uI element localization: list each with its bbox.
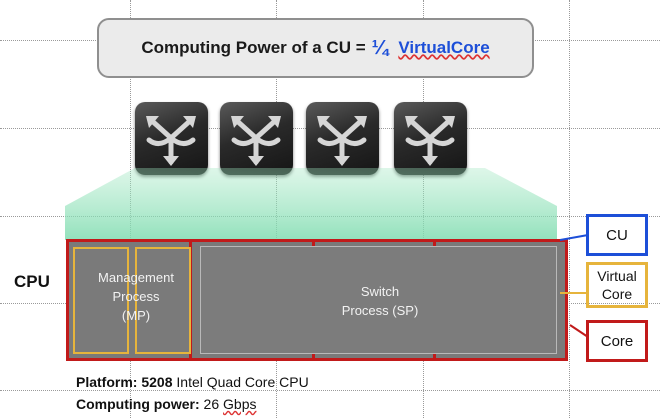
switch-process-label: Switch Process (SP): [300, 282, 460, 320]
title-virtualcore: VirtualCore: [398, 38, 490, 57]
computing-power-line: Computing power: 26 Gbps: [76, 396, 256, 412]
mp-line-3: (MP): [121, 308, 151, 323]
legend-virtual-line-2: Core: [601, 286, 633, 302]
grid-line: [0, 390, 660, 391]
platform-model: 5208: [141, 374, 173, 390]
legend-virtual-line-1: Virtual: [597, 268, 637, 284]
title-box: Computing Power of a CU = ¼ VirtualCore: [97, 18, 534, 78]
router-icon: [135, 102, 208, 175]
platform-line: Platform: 5208 Intel Quad Core CPU: [76, 374, 309, 390]
legend-core: Core: [586, 320, 648, 362]
cu-beam: [65, 168, 557, 240]
power-value: 26: [203, 396, 220, 412]
router-icon: [394, 102, 467, 175]
power-unit: Gbps: [223, 396, 257, 412]
cpu-label: CPU: [14, 272, 50, 291]
router-icon: [220, 102, 293, 175]
virtual-core-box: [135, 247, 191, 354]
virtual-core-box: [73, 247, 129, 354]
legend-cu: CU: [586, 214, 648, 256]
legend-cu-label: CU: [606, 226, 628, 244]
router-icon: [306, 102, 379, 175]
title-prefix: Computing Power of a CU =: [141, 38, 366, 57]
platform-label: Platform:: [76, 374, 138, 390]
mp-line-1: Management: [98, 270, 174, 285]
legend-virtual-core: Virtual Core: [586, 262, 648, 308]
platform-desc: Intel Quad Core CPU: [176, 374, 309, 390]
sp-line-1: Switch: [360, 284, 400, 299]
mp-line-2: Process: [112, 289, 160, 304]
switch-process-area: [200, 246, 557, 354]
legend-core-label: Core: [600, 332, 634, 350]
grid-line: [569, 0, 570, 418]
title-fraction: ¼: [371, 36, 389, 59]
sp-line-2: Process (SP): [341, 303, 419, 318]
power-label: Computing power:: [76, 396, 200, 412]
legend-connectors: [560, 234, 589, 338]
management-process-label: Management Process (MP): [76, 268, 196, 325]
